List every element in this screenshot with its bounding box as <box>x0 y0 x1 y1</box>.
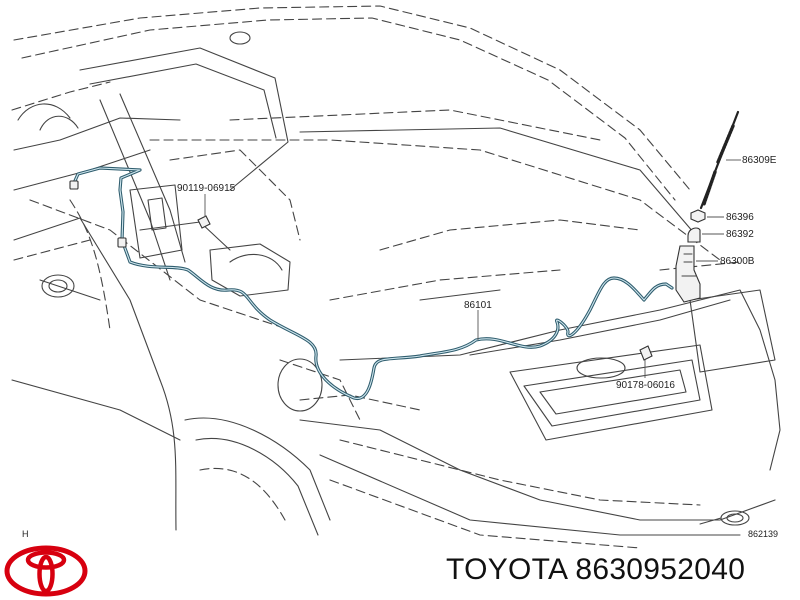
label-86309E: 86309E <box>742 155 777 166</box>
part-caption: TOYOTA 8630952040 <box>446 553 746 586</box>
antenna-pad <box>687 227 701 243</box>
label-90178-06016: 90178-06016 <box>616 380 675 391</box>
clip-trunk <box>639 345 653 361</box>
label-86300B: 86300B <box>720 256 755 267</box>
antenna-nut <box>690 209 706 223</box>
clip-front <box>197 215 211 229</box>
label-86396: 86396 <box>726 212 754 223</box>
label-90119-06915: 90119-06915 <box>177 183 236 194</box>
antenna-rod <box>699 110 740 210</box>
label-86101: 86101 <box>464 300 492 311</box>
antenna-cable <box>69 166 674 400</box>
figure-number: 862139 <box>748 529 778 539</box>
antenna-base <box>675 245 701 303</box>
leader-lines <box>204 159 741 378</box>
label-86392: 86392 <box>726 229 754 240</box>
car-body-outline <box>11 5 781 549</box>
section-mark: H <box>22 529 29 539</box>
toyota-emblem-icon <box>4 545 88 597</box>
